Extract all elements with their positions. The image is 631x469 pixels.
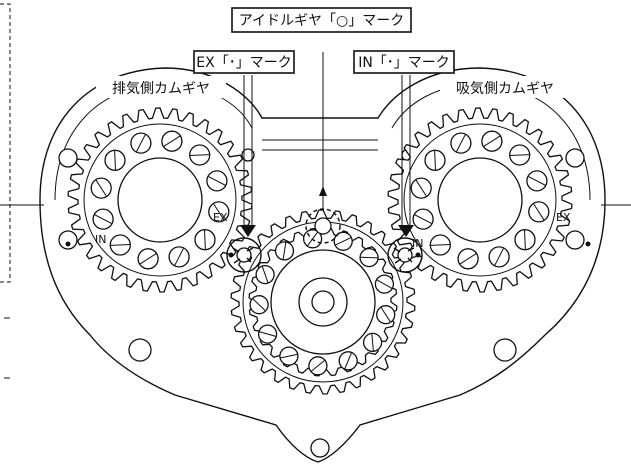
gear-hole-line [135, 133, 146, 153]
housing-bolt-hole [58, 230, 78, 250]
gear-hole-line [95, 179, 108, 197]
gear-hole-line [212, 203, 225, 221]
gear-hole-line [207, 175, 227, 186]
intake-gear-label-group: 吸気側カムギヤ [440, 76, 570, 98]
gear-hole-line [380, 306, 392, 323]
gear-hole-line [139, 252, 157, 265]
housing-bolt-holes [58, 148, 585, 458]
gear-hole-line [524, 229, 526, 250]
gear-hole-line [344, 352, 353, 370]
gear-hole-line [494, 247, 505, 267]
ex-mark-label: EX「･」マーク [196, 55, 291, 71]
housing-bolt-hole [128, 338, 152, 362]
ex-mark-highlight [226, 75, 262, 273]
idler-mark-label: アイドルギヤ「○」マーク [239, 13, 405, 29]
gear-hole-line [334, 236, 352, 246]
in-mark-callout: IN「･」マーク [353, 50, 455, 74]
exhaust-cam-gear-label: 排気側カムギヤ [112, 81, 210, 97]
gear-hole-line [114, 150, 116, 171]
intake-gear-dot-mark [585, 241, 591, 247]
gear-hole-line [93, 214, 113, 225]
gear-hole-line [430, 244, 451, 246]
exhaust-gear-label-group: 排気側カムギヤ [96, 76, 226, 98]
gear-hole-line [310, 359, 326, 372]
ex-mark-callout: EX「･」マーク [193, 50, 295, 74]
gear-hole-line [434, 150, 436, 171]
in-mark-highlight [387, 75, 423, 273]
gear-hole-line [459, 252, 477, 265]
idler-gear [230, 209, 416, 395]
gear-hole-line [371, 333, 374, 352]
gear-hole-line [376, 279, 393, 290]
gear-hole-line [509, 154, 530, 156]
gear-hole-line [258, 331, 277, 337]
exhaust-gear-ex-label: EX [213, 211, 228, 224]
idler-mark-callout: アイドルギヤ「○」マーク [231, 7, 412, 33]
intake-cam-gear: IN EX [387, 107, 591, 293]
gear-hole-line [413, 214, 433, 225]
gear-hole-line [360, 256, 379, 259]
gear-hole-line [282, 241, 287, 260]
housing-bolt-hole [241, 148, 255, 162]
gear-hole-line [279, 353, 298, 359]
gear-hole-line [163, 135, 181, 148]
intake-gear-ex-label: EX [556, 211, 571, 224]
housing-bolt-hole [565, 148, 585, 168]
gear-hole-line [483, 135, 501, 148]
exhaust-cam-gear: IN EX [65, 107, 253, 293]
gear-hole-line [527, 175, 547, 186]
gear-hole-line [204, 229, 206, 250]
gear-hole-line [261, 265, 269, 284]
idler-mark-highlight [305, 52, 341, 244]
housing-bolt-hole [310, 438, 330, 458]
exhaust-gear-in-label: IN [95, 233, 106, 246]
gear-hole-line [110, 244, 131, 246]
gear-hole-line [174, 247, 185, 267]
gear-hole-line [455, 133, 466, 153]
housing-bolt-hole [493, 338, 517, 362]
intake-cam-gear-label: 吸気側カムギヤ [456, 81, 554, 97]
gear-hole-line [532, 203, 545, 221]
exhaust-gear-dot-mark [65, 241, 71, 247]
gear-hole-line [415, 179, 428, 197]
housing-bolt-hole [565, 230, 585, 250]
gear-hole-line [189, 154, 210, 156]
in-mark-label: IN「･」マーク [358, 55, 450, 71]
gear-hole-line [252, 298, 266, 312]
housing-bolt-hole [58, 148, 78, 168]
left-dashed-frame [0, 3, 11, 379]
